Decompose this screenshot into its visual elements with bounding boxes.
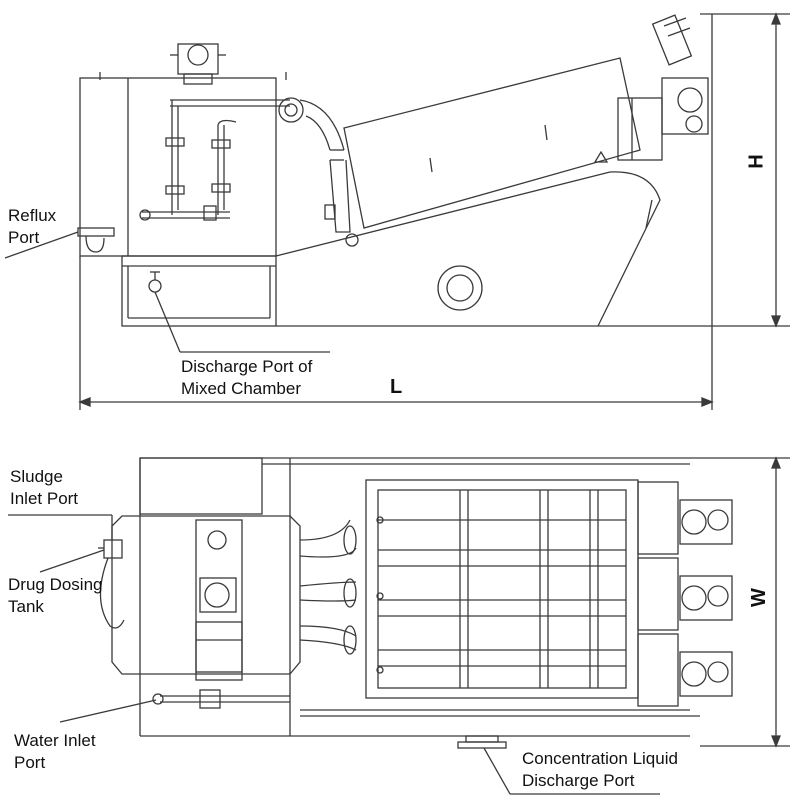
sludge-inlet-fitting — [98, 539, 123, 559]
width-dimension-line — [700, 456, 790, 748]
drug-dosing-pipe — [99, 557, 125, 629]
water-label-line2: Port — [14, 753, 46, 772]
agitator-motor-top — [195, 519, 243, 681]
top-frame — [140, 457, 700, 737]
drug-label-line1: Drug Dosing — [8, 575, 103, 594]
water-inlet-piping — [152, 689, 290, 709]
drive-boxes — [637, 481, 679, 707]
top-view — [8, 456, 790, 795]
gear-motor-side — [651, 14, 709, 135]
reflux-port-label-line1: Reflux — [8, 206, 57, 225]
discharge-leader-line — [154, 291, 181, 353]
drug-dosing-leader-line — [39, 549, 105, 573]
length-dimension-label: L — [390, 376, 403, 398]
concentration-label-line2: Discharge Port — [522, 771, 635, 790]
screw-barrel — [343, 57, 663, 229]
sludge-inlet-label: Sludge Inlet Port — [10, 466, 78, 510]
length-dimension-line — [78, 256, 714, 410]
height-dimension-label: H — [745, 154, 768, 169]
water-inlet-leader-line — [59, 699, 157, 723]
reflux-port-label: Reflux Port — [8, 205, 56, 249]
width-dimension-label: W — [747, 588, 770, 607]
drug-dosing-label: Drug Dosing Tank — [8, 574, 103, 618]
discharge-port-valve — [148, 271, 162, 293]
concentration-label-line1: Concentration Liquid — [522, 749, 678, 768]
height-dimension-line — [700, 12, 790, 328]
support-frame — [275, 14, 713, 327]
concentration-discharge-fitting — [457, 735, 507, 749]
sludge-label-line2: Inlet Port — [10, 489, 79, 508]
screw-barrel-bank — [365, 479, 639, 699]
reflux-port-label-line2: Port — [8, 228, 40, 247]
reflux-leader-line — [4, 231, 79, 259]
water-inlet-label: Water Inlet Port — [14, 730, 96, 774]
concentration-discharge-label: Concentration Liquid Discharge Port — [522, 748, 678, 792]
sludge-label-line1: Sludge — [10, 467, 63, 486]
feed-pipes — [299, 519, 357, 655]
discharge-label-line2: Mixed Chamber — [181, 379, 301, 398]
top-tank-box — [139, 457, 263, 515]
gear-motors-top — [679, 499, 733, 697]
top-motor — [170, 43, 226, 85]
reflux-port-fitting — [77, 227, 115, 253]
side-view — [4, 12, 790, 410]
tank-piping — [139, 99, 290, 221]
drug-label-line2: Tank — [8, 597, 44, 616]
outlet-flange — [437, 265, 483, 311]
concentration-leader-line — [483, 747, 511, 795]
mixed-chamber-base — [121, 255, 277, 327]
water-label-line1: Water Inlet — [14, 731, 96, 750]
discharge-mixed-chamber-label: Discharge Port of Mixed Chamber — [181, 356, 312, 400]
discharge-label-line1: Discharge Port of — [181, 357, 313, 376]
elbow-pipe — [278, 97, 359, 247]
